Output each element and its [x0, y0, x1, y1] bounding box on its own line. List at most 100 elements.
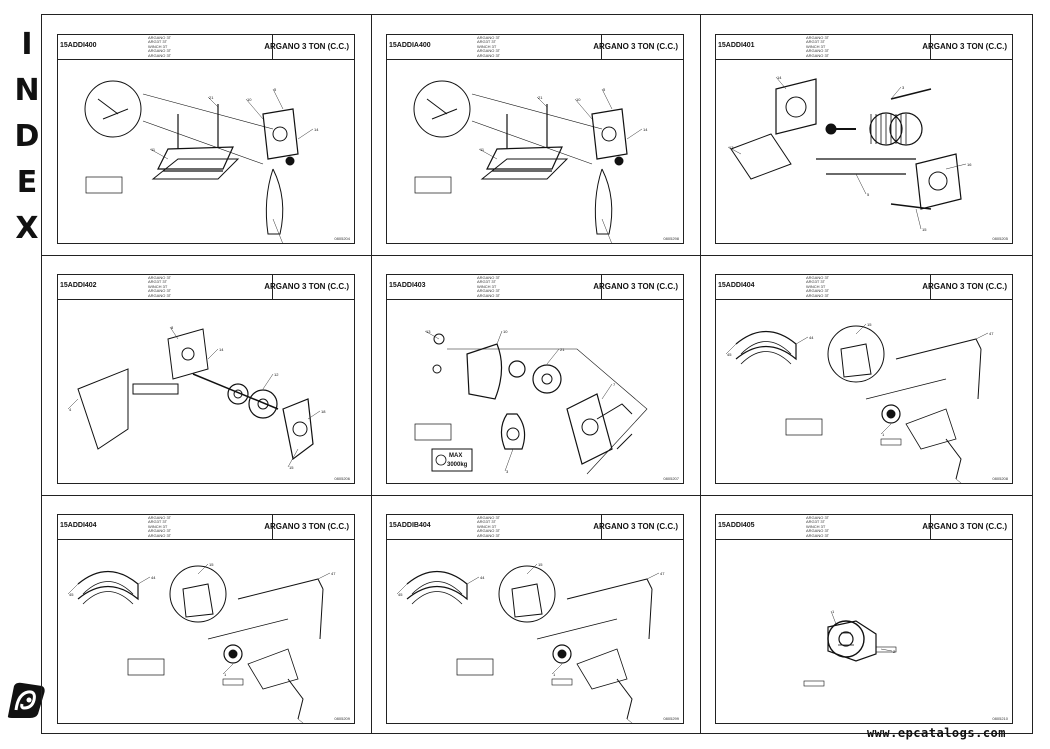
- page-bottom-code: 0805299: [663, 716, 679, 721]
- svg-text:4: 4: [69, 407, 72, 412]
- svg-text:18: 18: [284, 242, 289, 243]
- ident-line: WINCH 3T: [148, 283, 168, 289]
- index-letter: I: [21, 27, 33, 62]
- svg-text:18: 18: [321, 409, 326, 414]
- svg-text:12: 12: [274, 372, 279, 377]
- ident-line: ARGANO 3T: [148, 48, 172, 54]
- max-load-value: 3000kg: [447, 462, 468, 468]
- ident-line: ARG3T 3T: [477, 279, 497, 285]
- svg-text:15: 15: [867, 322, 872, 327]
- ident-line: ARGANO 3T: [477, 528, 501, 534]
- header-divider: [601, 275, 602, 299]
- ident-line: ARG3T 3T: [806, 279, 826, 285]
- ident-line: ARG3T 3T: [148, 519, 168, 525]
- ident-line: WINCH 3T: [477, 523, 497, 529]
- ident-line: ARGANO 3T: [148, 532, 172, 538]
- ident-line: ARGANO 3T: [806, 532, 830, 538]
- ident-line: WINCH 3T: [806, 43, 826, 49]
- svg-text:15: 15: [209, 562, 214, 567]
- ident-line: ARGANO 3T: [477, 515, 501, 520]
- ident-line: ARGANO 3T: [477, 292, 501, 298]
- grid-divider: [42, 255, 1032, 256]
- page-code: 15ADDI405: [718, 522, 755, 529]
- ident-line: ARGANO 3T: [477, 288, 501, 294]
- svg-text:11: 11: [480, 147, 485, 152]
- brand-logo-icon: [7, 682, 45, 718]
- svg-text:45: 45: [69, 592, 74, 597]
- header-divider: [930, 35, 931, 59]
- index-letter: X: [15, 211, 39, 246]
- svg-text:15: 15: [289, 465, 294, 470]
- parts-drawing: 4544154781: [725, 322, 994, 490]
- page-code: 15ADDI404: [718, 282, 755, 289]
- svg-text:10: 10: [576, 97, 581, 102]
- page-title: ARGANO 3 TON (C.C.): [922, 42, 1007, 51]
- svg-text:1: 1: [224, 672, 227, 677]
- ident-line: WINCH 3T: [477, 43, 497, 49]
- page-title: ARGANO 3 TON (C.C.): [593, 42, 678, 51]
- svg-text:44: 44: [151, 575, 156, 580]
- ident-line: ARGANO 3T: [148, 515, 172, 520]
- page-code: 15ADDI403: [389, 282, 426, 289]
- ident-line: ARG3T 3T: [477, 39, 497, 45]
- header-divider: [930, 275, 931, 299]
- ident-line: ARGANO 3T: [477, 275, 501, 280]
- ident-line: ARG3T 3T: [806, 39, 826, 45]
- svg-text:7: 7: [613, 382, 616, 387]
- page-code: 15ADDIB404: [389, 522, 431, 529]
- ident-line: ARGANO 3T: [477, 48, 501, 54]
- grid-divider: [42, 495, 1032, 496]
- page-title: ARGANO 3 TON (C.C.): [264, 282, 349, 291]
- ident-line: WINCH 3T: [806, 283, 826, 289]
- svg-text:21: 21: [538, 95, 543, 100]
- exploded-parts-diagram: 4544154781: [716, 299, 1012, 490]
- page-bottom-code: 0805209: [334, 716, 350, 721]
- ident-line: ARGANO 3T: [806, 35, 830, 40]
- max-load-label: MAX: [449, 453, 462, 459]
- ident-line: ARG3T 3T: [148, 39, 168, 45]
- website-watermark: www.epcatalogs.com: [866, 726, 1006, 740]
- svg-text:47: 47: [660, 571, 665, 576]
- svg-text:5: 5: [867, 192, 870, 197]
- grid-divider: [700, 15, 701, 733]
- svg-text:47: 47: [989, 331, 994, 336]
- svg-text:10: 10: [247, 97, 252, 102]
- ident-line: WINCH 3T: [148, 523, 168, 529]
- ident-line: ARG3T 3T: [806, 519, 826, 525]
- svg-text:14: 14: [643, 127, 648, 132]
- page-bottom-code: 0805298: [663, 236, 679, 241]
- svg-text:44: 44: [480, 575, 485, 580]
- page-code: 15ADDIA400: [389, 42, 431, 49]
- ident-line: WINCH 3T: [148, 43, 168, 49]
- ident-line: WINCH 3T: [477, 283, 497, 289]
- parts-drawing: 10514211118: [413, 80, 648, 247]
- ident-line: WINCH 3T: [806, 523, 826, 529]
